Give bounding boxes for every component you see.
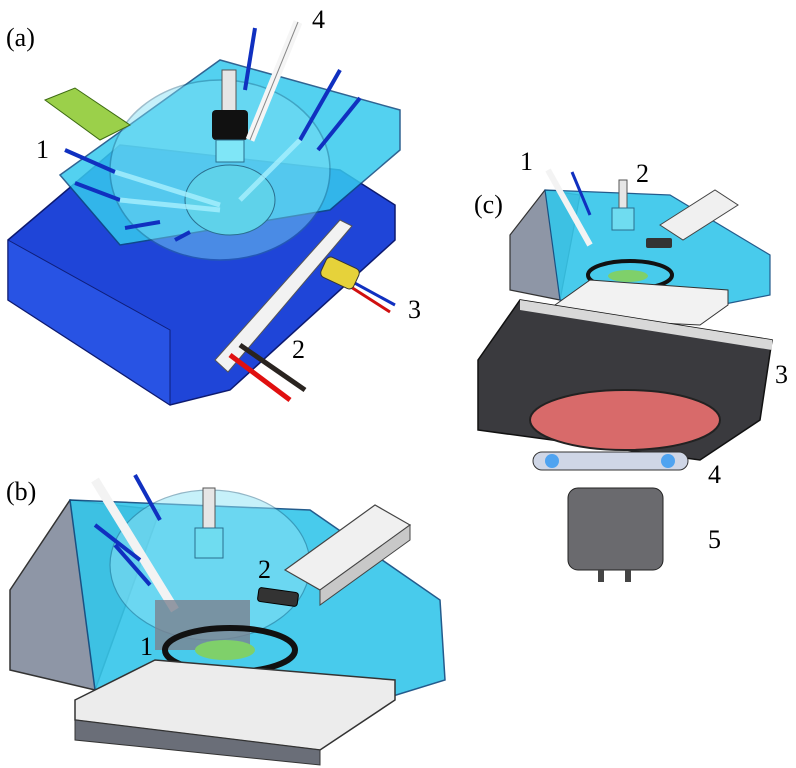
panel-c-fan-housing-top	[520, 300, 772, 350]
panel-a-light-beams	[114, 138, 302, 213]
panel-c-fan-blades	[529, 389, 721, 451]
panel-a-fiber	[316, 96, 362, 152]
panel-b-sample	[195, 640, 255, 660]
panel-c-callout-2: 2	[636, 159, 649, 188]
panel-c-motor-body	[567, 487, 664, 571]
panel-a-callout-3: 3	[408, 295, 421, 324]
panel-b-sensor-slot	[257, 587, 299, 607]
panel-c-magnet-left	[545, 454, 559, 468]
panel-a-lens-tip	[215, 139, 245, 163]
panel-c-motor-pin	[598, 570, 604, 582]
panel-b-white-fiber	[91, 477, 179, 613]
panel-a-fiber	[64, 148, 116, 174]
panel-c-sensor-slot	[646, 238, 672, 248]
panel-c-callout-5: 5	[708, 525, 721, 554]
panel-a-base-front	[7, 239, 171, 406]
panel-a-beam	[114, 169, 221, 208]
panel-a-callout-1: 1	[36, 135, 49, 164]
panel-c-tag: (c)	[474, 190, 503, 219]
panel-a-fiber	[174, 230, 191, 242]
panel-c-lens-column	[618, 179, 628, 209]
panel-b-lens-column	[202, 487, 216, 529]
panel-c-callout-3: 3	[775, 360, 788, 389]
panel-b-top-arm-side	[319, 524, 411, 606]
panel-c-motor-pin	[625, 570, 631, 582]
panel-a-blue-fibers	[64, 27, 362, 242]
panel-b-blue-fiber	[133, 474, 162, 521]
panel-a-fiber	[74, 181, 121, 202]
panel-a-tag: (a)	[6, 23, 35, 52]
panel-b-blue-fiber	[93, 523, 142, 562]
panel-b-blue-fiber	[113, 543, 152, 587]
panel-a-red-wire	[228, 353, 292, 402]
panel-a-fiber	[124, 220, 161, 230]
panel-a-beam	[119, 197, 221, 213]
panel-a-fiber	[298, 69, 342, 141]
panel-a-black-wire	[238, 342, 307, 393]
panel-a-white-plate	[214, 219, 353, 373]
panel-c-lens-barrel	[611, 207, 635, 231]
panel-a-ribbon-connector	[43, 87, 131, 141]
panel-c-magnet-right	[661, 454, 675, 468]
panel-a-cable-connector	[320, 256, 396, 314]
panel-b-tag: (b)	[6, 477, 36, 506]
panel-c-white-fiber	[545, 168, 593, 247]
panel-a-callout-2: 2	[292, 335, 305, 364]
panel-a-lens-barrel	[212, 110, 248, 140]
panel-a-fiber	[243, 27, 257, 91]
panel-a-beam	[238, 138, 302, 202]
panel-c-top-arm	[659, 189, 739, 241]
panel-a-inner-disc	[184, 164, 276, 236]
panel-b-lens-barrel	[194, 527, 224, 559]
panel-c-blue-fiber	[570, 171, 592, 216]
panel-c-sample	[608, 270, 648, 282]
panel-c-callout-1: 1	[520, 147, 533, 176]
panel-b: (b) 2 1	[6, 474, 446, 766]
panel-a-callout-4: 4	[312, 5, 325, 34]
panel-c: (c) 1 2 3 4 5	[474, 147, 788, 582]
panel-c-coupling	[532, 451, 689, 471]
panel-a-white-fiber-outline	[249, 21, 299, 141]
panel-b-bottom-plate-edge	[74, 719, 321, 766]
panel-c-callout-4: 4	[708, 460, 721, 489]
panel-b-callout-2: 2	[258, 555, 271, 584]
panel-a: (a) 1 4 3 2	[6, 5, 421, 406]
panel-b-callout-1: 1	[140, 632, 153, 661]
